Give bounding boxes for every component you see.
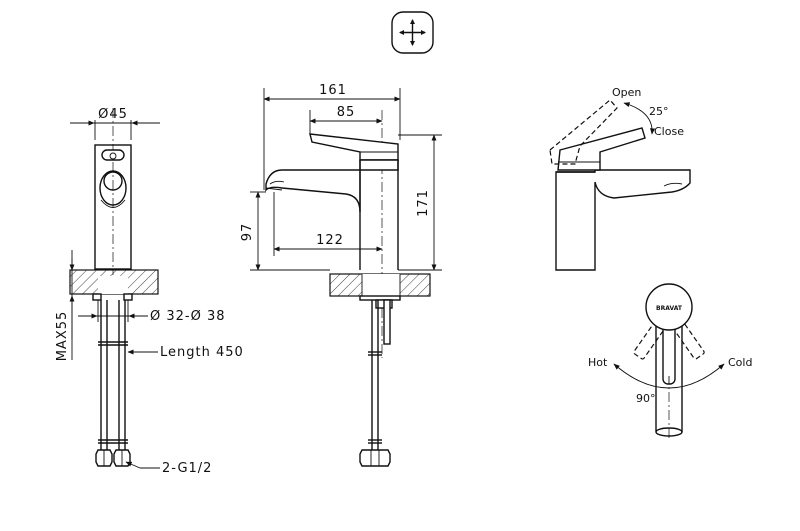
- label-hot: Hot: [588, 356, 608, 369]
- dim-171: 171: [416, 189, 431, 217]
- handle-tilt-view: Open 25° Close: [549, 86, 691, 271]
- cartridge-symbol-icon: [391, 11, 434, 54]
- dim-diameter-32-38: Ø 32-Ø 38: [150, 309, 226, 324]
- dim-122: 122: [316, 233, 344, 248]
- label-thread-size: 2-G1/2: [162, 461, 212, 476]
- brand-logo: BRAVAT: [656, 305, 683, 312]
- label-angle-90: 90°: [636, 392, 656, 405]
- label-angle-25: 25°: [649, 105, 669, 118]
- dim-97: 97: [240, 223, 255, 242]
- label-hose-length: Length 450: [160, 345, 244, 360]
- label-close: Close: [654, 125, 684, 138]
- dim-161: 161: [319, 83, 347, 98]
- dim-85: 85: [337, 105, 356, 120]
- label-cold: Cold: [728, 356, 752, 369]
- handle-rotation-view: BRAVAT Hot Cold 90°: [588, 283, 752, 440]
- dim-max-55: MAX55: [55, 311, 70, 362]
- front-view: Ø45 Ø 32-Ø 38 MAX55: [55, 107, 244, 476]
- side-view: 161 85 171 97 122: [240, 83, 442, 467]
- label-open: Open: [612, 86, 641, 99]
- dim-diameter-45: Ø45: [98, 107, 128, 122]
